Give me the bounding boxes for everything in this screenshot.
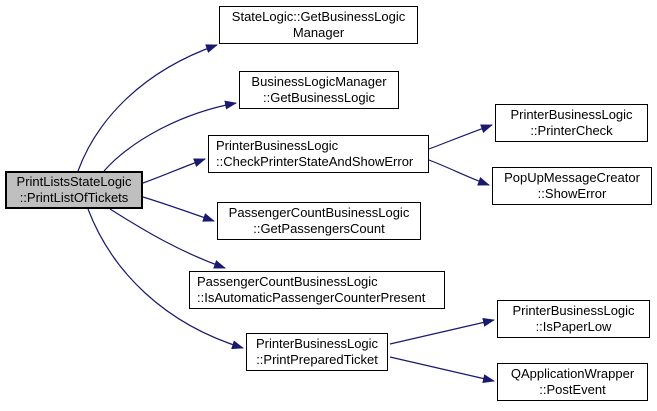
edge-root-n5 <box>109 208 226 269</box>
edge-root-n2 <box>103 100 237 172</box>
node-getbusinesslogic[interactable]: BusinessLogicManager ::GetBusinessLogic <box>239 71 399 109</box>
node-isautomaticpassengercounterpresent[interactable]: PassengerCountBusinessLogic ::IsAutomati… <box>189 271 445 309</box>
edge-root-n4 <box>142 196 215 222</box>
node-printlistoftickets: PrintListsStateLogic ::PrintListOfTicket… <box>5 171 143 209</box>
node-showerror[interactable]: PopUpMessageCreator ::ShowError <box>492 167 652 205</box>
edge-n3-r2 <box>428 159 490 186</box>
edge-root-n3 <box>142 158 206 184</box>
node-postevent[interactable]: QApplicationWrapper ::PostEvent <box>497 363 648 401</box>
node-printercheck[interactable]: PrinterBusinessLogic ::PrinterCheck <box>495 104 648 142</box>
node-printpreparedticket[interactable]: PrinterBusinessLogic ::PrintPreparedTick… <box>246 333 388 371</box>
node-ispaperlow[interactable]: PrinterBusinessLogic ::IsPaperLow <box>497 300 650 338</box>
node-getbusinesslogicmanager[interactable]: StateLogic::GetBusinessLogic Manager <box>219 6 418 44</box>
edge-n6-r3 <box>389 317 495 345</box>
node-getpassengerscount[interactable]: PassengerCountBusinessLogic ::GetPasseng… <box>217 202 421 240</box>
node-checkprinterstateandshowerror[interactable]: PrinterBusinessLogic ::CheckPrinterState… <box>208 135 429 173</box>
edge-n6-r4 <box>389 356 495 384</box>
edge-root-n1 <box>77 44 218 172</box>
edge-n3-r1 <box>428 124 493 150</box>
edge-root-n6 <box>87 208 244 350</box>
